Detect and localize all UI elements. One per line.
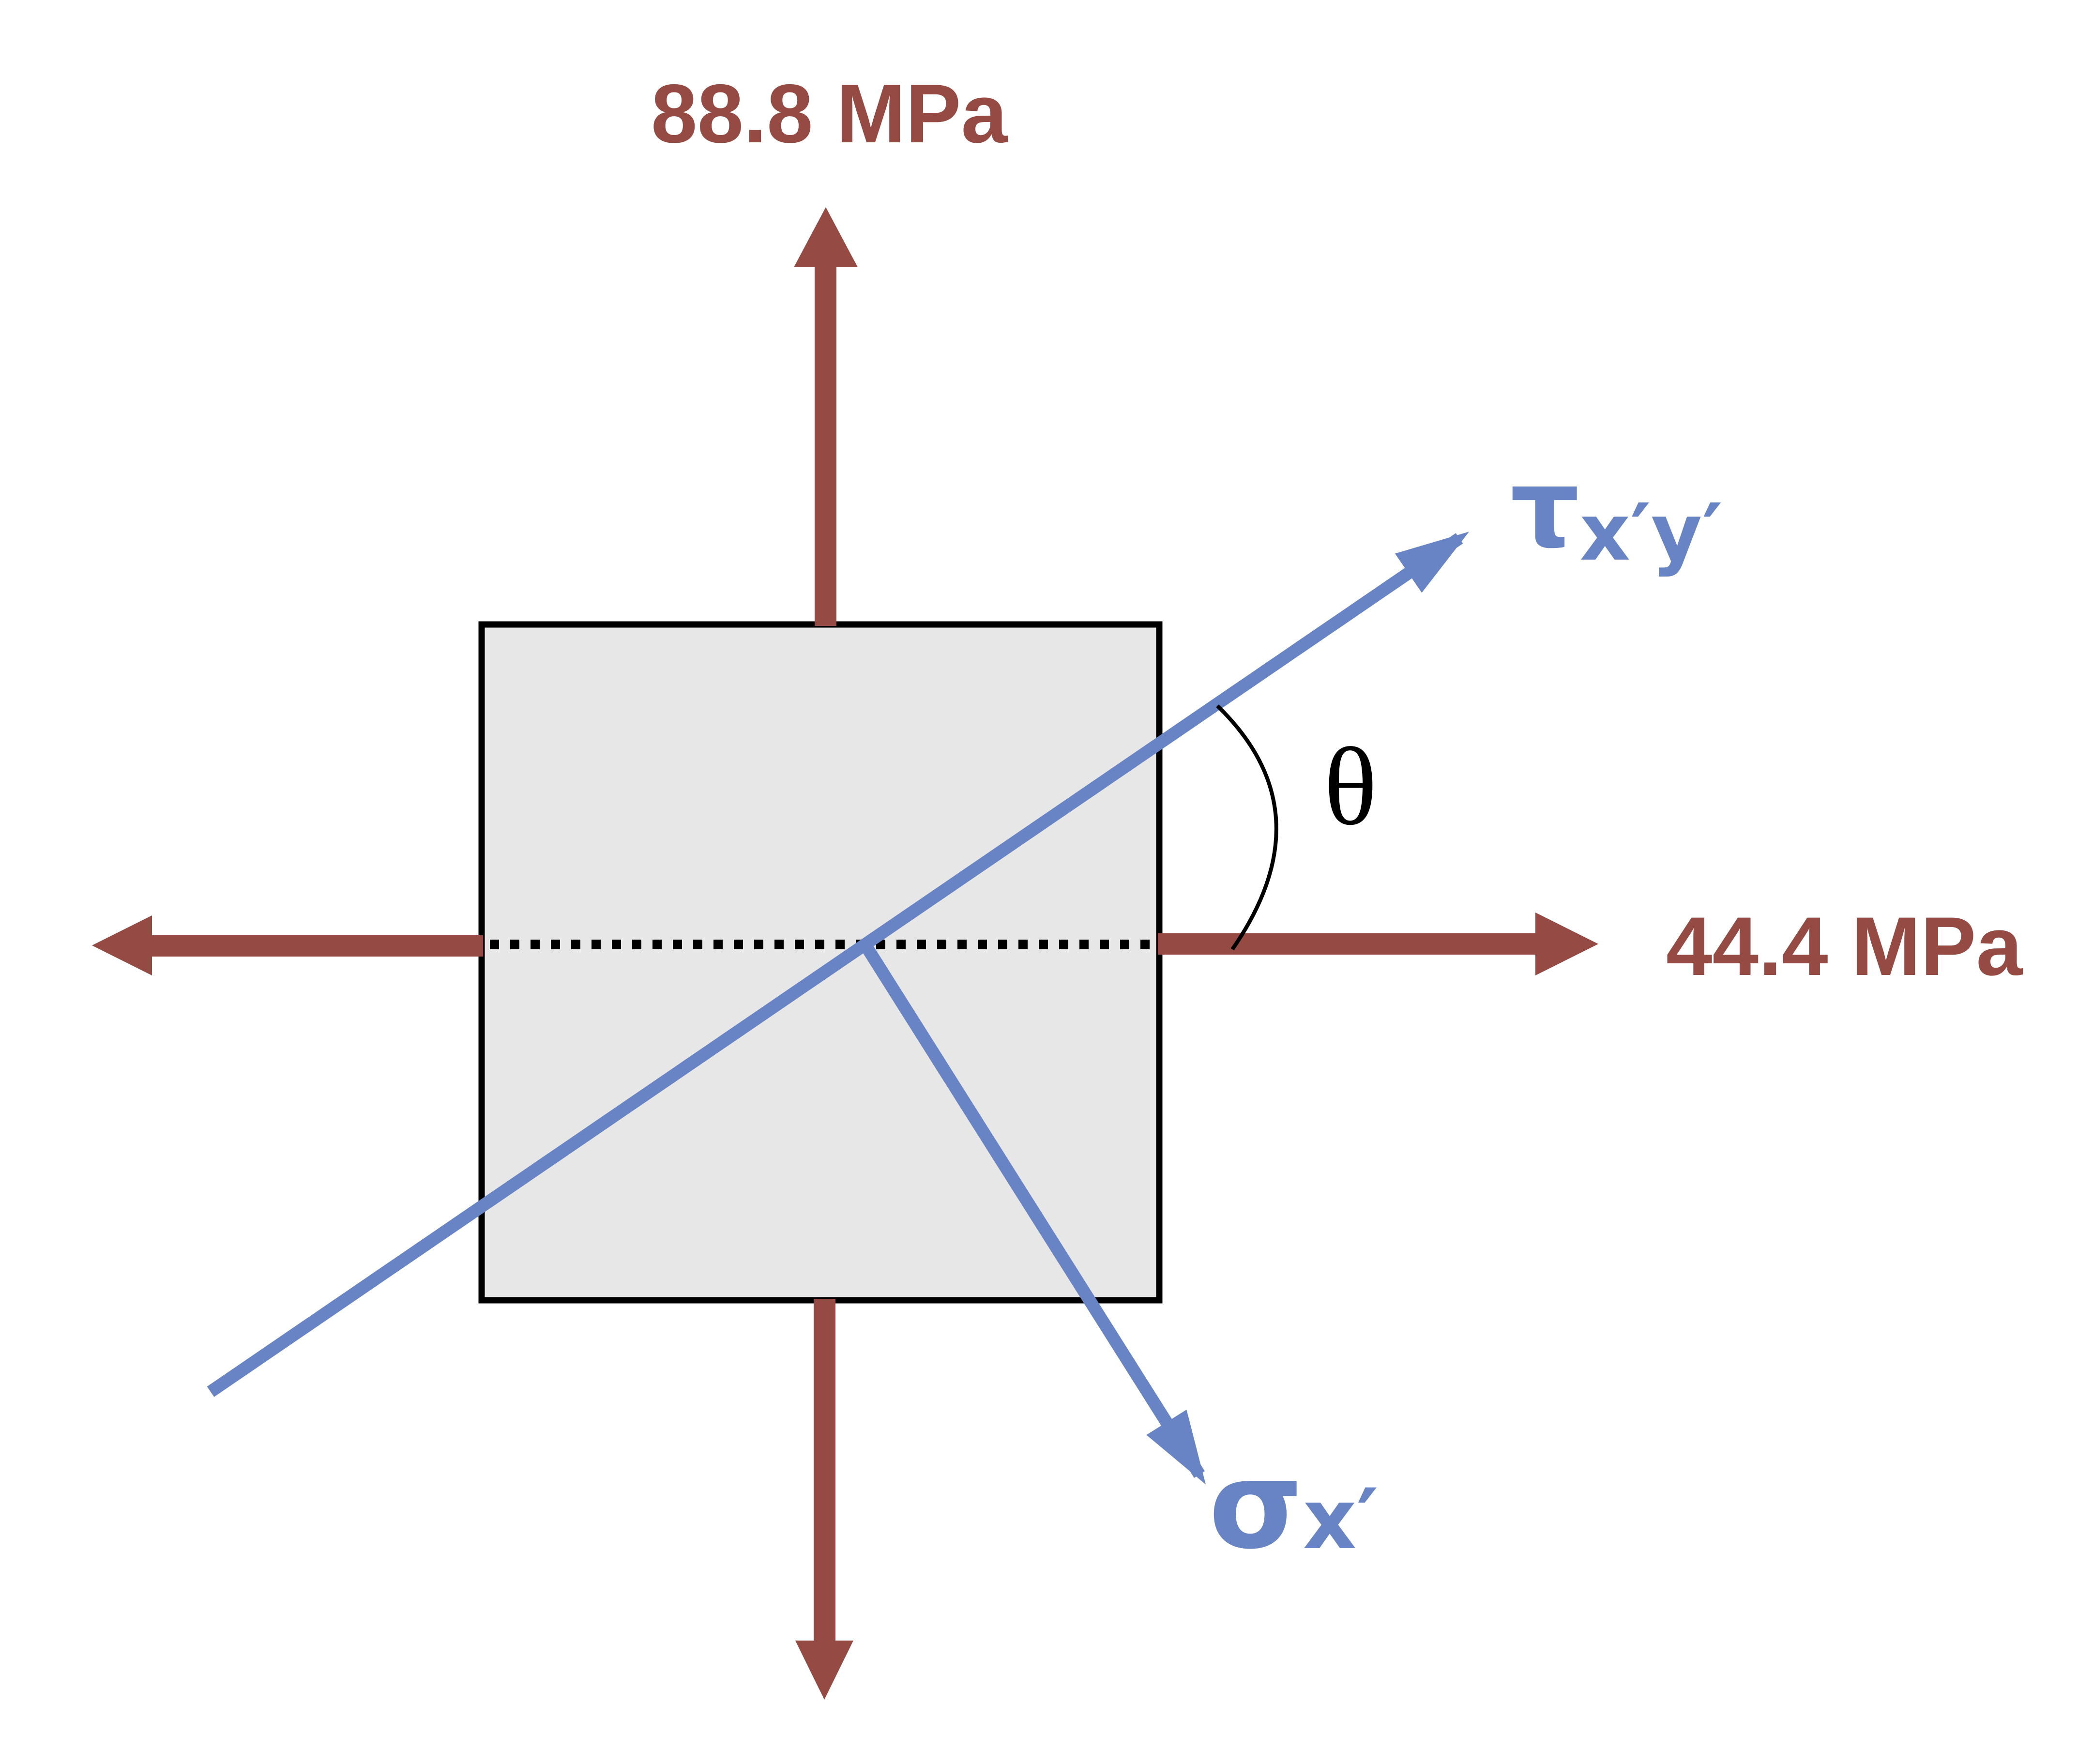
stress-element-square [478,621,1163,1304]
theta-angle-arc [1216,704,1278,951]
tau-axis-arrow [207,532,1470,1397]
arrow-sigma-y-top [794,207,858,626]
sigma-x-prime-label: σx′ [1209,1435,1379,1576]
sigma-subscript: x′ [1303,1471,1379,1568]
sigma-axis-arrow [860,941,1206,1485]
tau-symbol: τ [1510,445,1580,572]
label-sigma-x: 44.4 MPa [1666,900,2023,993]
arrow-sigma-x-left [92,915,483,975]
sigma-symbol: σ [1209,1435,1303,1576]
arrow-head [794,207,858,267]
arrow-shaft [815,265,836,626]
arrow-head [1535,912,1598,975]
arrow-shaft [814,1299,835,1642]
arrow-shaft [152,935,483,957]
arrow-sigma-y-bottom [795,1299,853,1700]
label-sigma-y: 88.8 MPa [651,67,1008,160]
tau-xy-label: τx′y′ [1510,445,1723,578]
tau-subscript: x′y′ [1580,487,1723,578]
arrow-head [795,1641,853,1700]
arrow-sigma-x-right [1158,912,1598,975]
arrow-shaft [1158,933,1536,955]
arrow-head [92,915,152,975]
theta-label: θ [1324,725,1377,848]
